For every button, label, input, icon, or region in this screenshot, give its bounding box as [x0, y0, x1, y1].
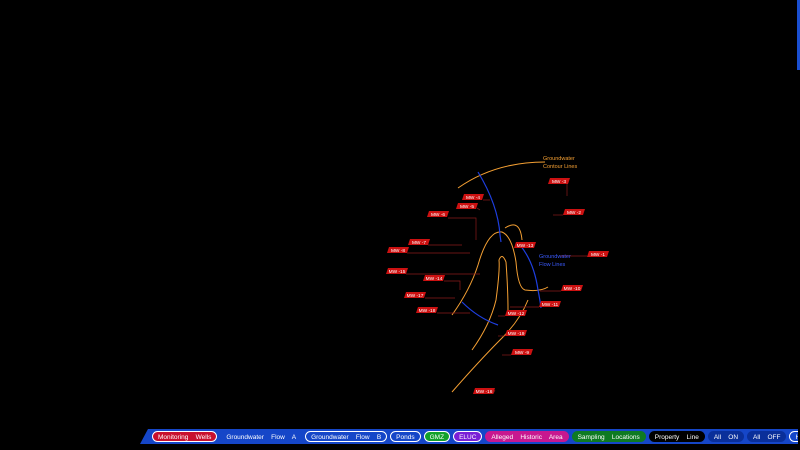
well-marker — [505, 310, 527, 316]
well-label: MW -8 — [391, 248, 405, 254]
well-label: MW -15 — [389, 269, 406, 275]
well-label: MW -4 — [466, 195, 480, 201]
well-marker — [427, 211, 449, 217]
contour-label-line-2: Contour Lines — [543, 164, 577, 170]
well-label: MW -14 — [426, 276, 443, 282]
well-tag-mw6[interactable]: MW -6 — [427, 211, 449, 218]
flow-line-north — [477, 171, 502, 243]
well-tag-mw10[interactable]: MW -10 — [561, 285, 583, 292]
toolbar-button-all-on[interactable]: All ON — [707, 431, 745, 442]
toolbar-button-groundwater-flow-a[interactable]: Groundwater Flow A — [220, 431, 303, 442]
well-label: MW -9 — [515, 350, 529, 356]
toolbar-button-home[interactable]: Home — [789, 431, 798, 442]
well-marker — [561, 285, 583, 291]
well-label: MW -13 — [517, 243, 534, 249]
well-label: MW -2 — [567, 210, 581, 216]
well-tag-mw19[interactable]: MW -19 — [505, 330, 527, 337]
well-leader-line — [444, 280, 461, 290]
well-marker — [548, 178, 570, 184]
well-tag-mw13[interactable]: MW -13 — [514, 242, 536, 249]
edge-strip — [797, 0, 800, 70]
site-map: MW -3 MW -2 MW -4 MW -5 MW -6 MW -7 MW -8 MW -1… — [386, 156, 609, 395]
flow-line-east — [519, 244, 542, 309]
well-marker — [462, 194, 484, 200]
well-tag-mw7[interactable]: MW -7 — [408, 239, 430, 246]
well-marker — [587, 251, 609, 257]
well-leader-lines — [406, 184, 587, 395]
toolbar-button-monitoring-wells[interactable]: Monitoring Wells — [152, 431, 218, 442]
toolbar-button-alleged-historic-area[interactable]: Alleged Historic Area — [485, 431, 569, 442]
toolbar-button-ponds[interactable]: Ponds — [390, 431, 421, 442]
toolbar-button-groundwater-flow-b[interactable]: Groundwater Flow B — [305, 431, 388, 442]
well-marker — [473, 388, 495, 394]
monitoring-wells: MW -3 MW -2 MW -4 MW -5 MW -6 MW -7 MW -8 MW -1… — [386, 178, 609, 395]
well-label: MW -6 — [431, 212, 445, 218]
well-label: MW -16 — [476, 389, 493, 395]
well-tag-mw8[interactable]: MW -8 — [387, 247, 409, 254]
well-marker — [539, 301, 561, 307]
flow-label-line-2: Flow Lines — [539, 262, 566, 268]
toolbar-button-gmz[interactable]: GMZ — [423, 431, 451, 442]
well-label: MW -5 — [460, 204, 474, 210]
contour-line-outer — [457, 161, 546, 189]
well-marker — [404, 292, 426, 298]
well-label: MW -3 — [552, 179, 566, 185]
well-label: MW -18 — [419, 308, 436, 314]
contour-line-loop — [451, 224, 549, 316]
well-marker — [416, 307, 438, 313]
well-marker — [511, 349, 533, 355]
well-tag-mw14[interactable]: MW -14 — [423, 275, 445, 282]
contour-line-inner — [471, 256, 509, 351]
well-marker — [563, 209, 585, 215]
well-label: MW -19 — [508, 331, 525, 337]
well-leader-line — [476, 207, 481, 211]
well-marker — [456, 203, 478, 209]
well-marker — [408, 239, 430, 245]
well-leader-line — [492, 389, 496, 395]
well-tag-mw3[interactable]: MW -3 — [548, 178, 570, 185]
well-marker — [514, 242, 536, 248]
well-tag-mw15[interactable]: MW -15 — [386, 268, 408, 275]
well-tag-mw17[interactable]: MW -17 — [404, 292, 426, 299]
well-marker — [387, 247, 409, 253]
flow-line-southwest — [461, 301, 499, 326]
well-tag-mw12[interactable]: MW -12 — [505, 310, 527, 317]
well-label: MW -10 — [564, 286, 581, 292]
well-tag-mw4[interactable]: MW -4 — [462, 194, 484, 201]
well-label: MW -11 — [542, 302, 559, 308]
well-marker — [423, 275, 445, 281]
well-leader-line — [448, 217, 477, 240]
toolbar-button-eluc[interactable]: ELUC — [453, 431, 483, 442]
flow-label-line-1: Groundwater — [539, 254, 571, 260]
well-label: MW -12 — [508, 311, 525, 317]
toolbar-button-sampling-locations[interactable]: Sampling Locations — [571, 431, 646, 442]
well-label: MW -7 — [412, 240, 426, 246]
well-tag-mw2[interactable]: MW -2 — [563, 209, 585, 216]
contour-label-line-1: Groundwater — [543, 156, 575, 162]
well-tag-mw5[interactable]: MW -5 — [456, 203, 478, 210]
toolbar-button-all-off[interactable]: All OFF — [747, 431, 787, 442]
well-tag-mw16[interactable]: MW -16 — [473, 388, 495, 395]
well-tag-mw18[interactable]: MW -18 — [416, 307, 438, 314]
toolbar-button-property-line[interactable]: Property Line — [648, 431, 705, 442]
well-label: MW -1 — [591, 252, 605, 258]
well-tag-mw11[interactable]: MW -11 — [539, 301, 561, 308]
well-tag-mw1[interactable]: MW -1 — [587, 251, 609, 258]
well-marker — [505, 330, 527, 336]
well-marker — [386, 268, 408, 274]
well-label: MW -17 — [407, 293, 424, 299]
well-tag-mw9[interactable]: MW -9 — [511, 349, 533, 356]
